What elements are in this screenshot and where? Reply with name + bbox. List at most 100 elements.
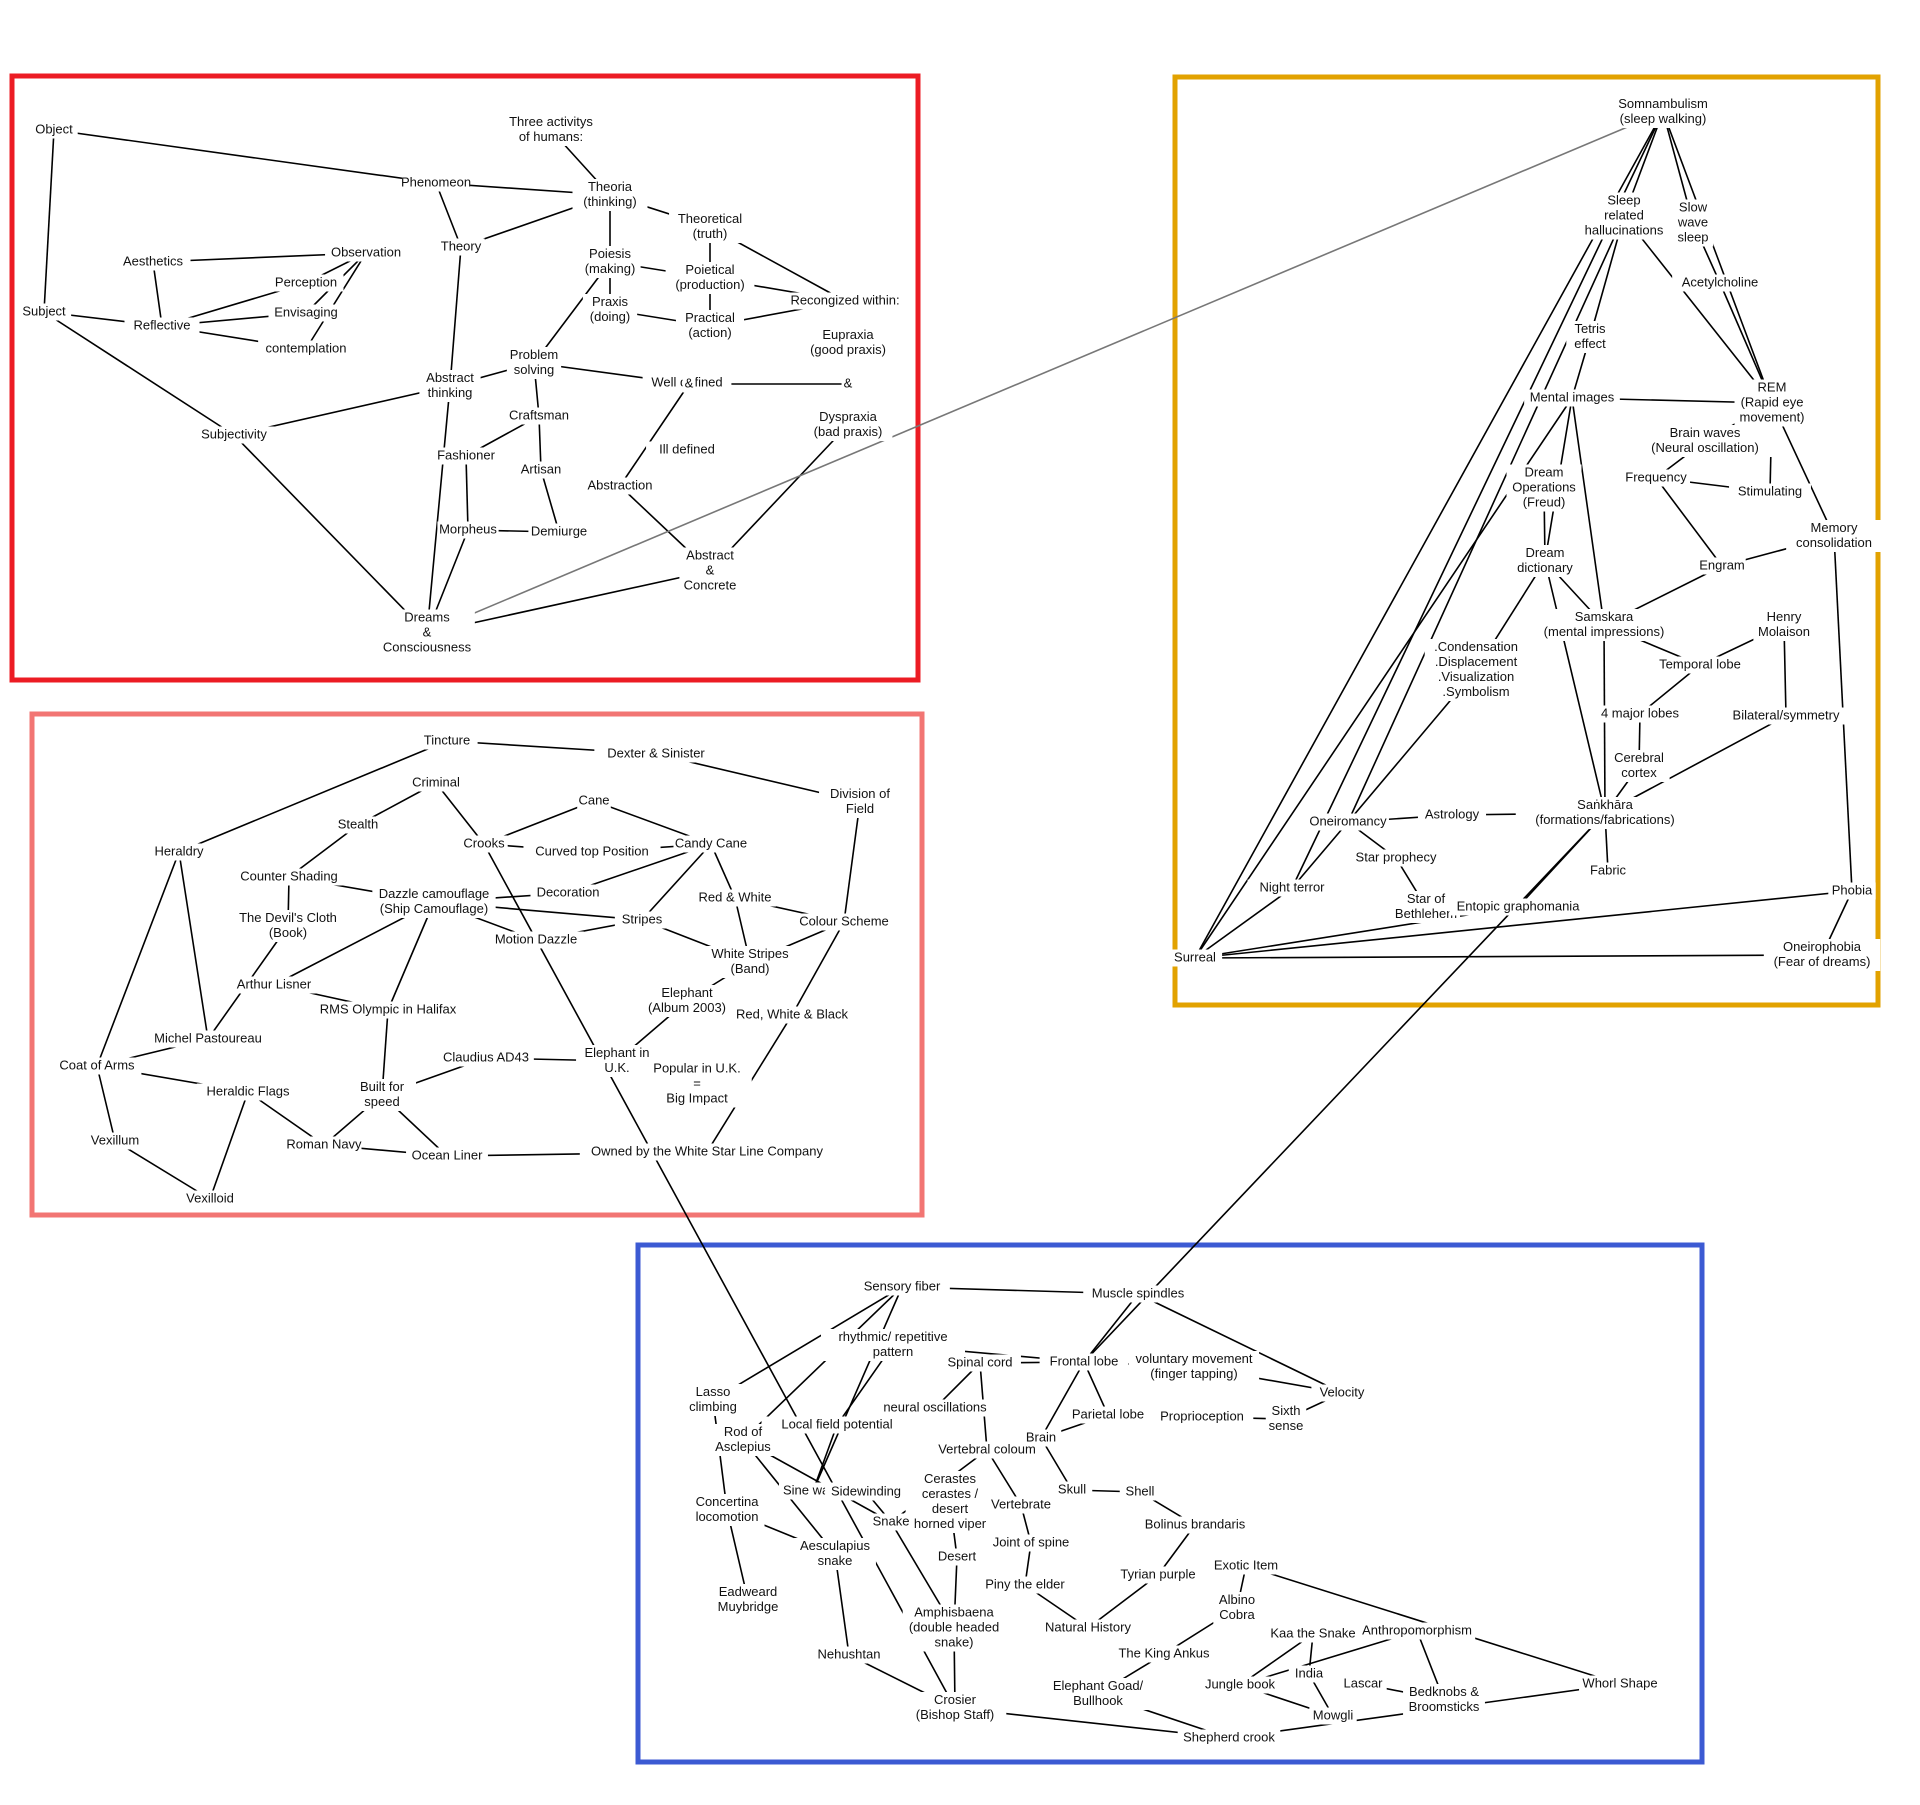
node-theoria: Theoria(thinking) (572, 179, 648, 211)
node-bg (1672, 199, 1714, 247)
node-neural-osc: neural oscillations (866, 1399, 1004, 1417)
node-bg (1572, 192, 1676, 240)
node-bg (1051, 1481, 1093, 1499)
node-label: Sixth (1272, 1403, 1301, 1418)
node-bg (825, 1483, 907, 1501)
node-label: RMS Olympic in Halifax (320, 1001, 457, 1016)
edge-dream_dict-to-sankhara (1544, 560, 1606, 814)
node-fashioner: Fashioner (431, 447, 501, 465)
node-label: snake) (934, 1634, 973, 1649)
node-bg (496, 114, 606, 146)
node-bg (16, 303, 72, 321)
node-lascar: Lascar (1339, 1675, 1387, 1693)
node-label: Dream (1524, 464, 1563, 479)
node-label: Phobia (1832, 882, 1873, 897)
node-poiesis: Poiesis(making) (579, 246, 641, 278)
node-label: sense (1269, 1418, 1304, 1433)
node-label: Ill defined (659, 441, 715, 456)
node-bg (713, 1584, 783, 1616)
node-curved-top: Curved top Position (523, 843, 661, 861)
node-brain-waves: Brain waves(Neural oscillation) (1633, 425, 1777, 457)
node-label: Concrete (684, 577, 737, 592)
node-india: India (1288, 1665, 1330, 1683)
node-label: speed (364, 1094, 399, 1109)
node-elephant-album: Elephant(Album 2003) (642, 985, 732, 1017)
node-label: Aesculapius (800, 1538, 871, 1553)
node-label: (truth) (693, 226, 728, 241)
node-label: Eupraxia (822, 327, 874, 342)
node-bolinus: Bolinus brandaris (1133, 1516, 1257, 1534)
node-bg (902, 1604, 1006, 1652)
node-fabric: Fabric (1584, 862, 1632, 880)
node-abstraction: Abstraction (579, 477, 661, 495)
node-label: Acetylcholine (1682, 274, 1759, 289)
node-bg (819, 786, 901, 818)
node-bg (669, 211, 751, 243)
node-label: Operations (1512, 479, 1576, 494)
node-label: Dreams (404, 609, 450, 624)
node-popular: Popular in U.K.=Big Impact (642, 1060, 752, 1108)
node-label: Practical (685, 310, 735, 325)
node-label: Crooks (463, 835, 505, 850)
edge-lfp-to-sine (812, 1424, 838, 1492)
node-desert: Desert (933, 1548, 981, 1566)
node-morpheus: Morpheus (437, 521, 499, 539)
edge-somnambulism-to-rem (1662, 111, 1773, 404)
node-bg (523, 843, 661, 861)
philosophy-cluster-box (9, 73, 921, 683)
node-label: The Devil's Cloth (239, 910, 337, 925)
node-bg (689, 1494, 765, 1526)
node-label: dictionary (1517, 560, 1573, 575)
node-label: Entopic graphomania (1457, 898, 1581, 913)
node-bg (1566, 321, 1614, 353)
node-bg (437, 521, 499, 539)
node-bg (579, 477, 661, 495)
node-label: (Book) (269, 925, 307, 940)
node-label: Observation (331, 244, 401, 259)
node-label: Mowgli (1313, 1707, 1354, 1722)
node-bg (148, 843, 210, 861)
edge-fashioner-to-morpheus (465, 455, 469, 531)
edge-muscle-to-velocity (1137, 1293, 1343, 1394)
node-practical: Practical(action) (675, 310, 745, 342)
node-label: Motion Dazzle (495, 931, 577, 946)
node-label: Reflective (133, 317, 190, 332)
node-label: Bethlehem (1395, 906, 1457, 921)
node-bg (234, 868, 344, 886)
node-candy-cane: Candy Cane (673, 835, 749, 853)
node-stimulating: Stimulating (1729, 483, 1811, 501)
node-label: Dexter & Sinister (607, 745, 705, 760)
node-bg (325, 244, 407, 262)
node-label: Crosier (934, 1692, 977, 1707)
node-bg (646, 441, 728, 459)
node-bg (1672, 274, 1768, 292)
node-sensory: Sensory fiber (854, 1278, 950, 1296)
node-bg (1110, 1566, 1206, 1584)
node-bg (1265, 1625, 1361, 1643)
node-label: pattern (873, 1344, 913, 1359)
edge-surreal-to-phobia (1194, 890, 1853, 959)
node-label: Tetris (1574, 321, 1606, 336)
node-bg (579, 1143, 835, 1161)
node-bg (1828, 882, 1876, 900)
node-bg (1309, 1707, 1357, 1725)
node-exotic: Exotic Item (1205, 1557, 1287, 1575)
node-bg (1348, 849, 1444, 867)
node-label: thinking (428, 385, 473, 400)
node-label: Somnambulism (1618, 96, 1708, 111)
node-label: Stealth (338, 816, 378, 831)
node-label: Counter Shading (240, 868, 338, 883)
node-bg (1119, 1483, 1161, 1501)
node-label: Nehushtan (818, 1646, 881, 1661)
node-label: Star of (1407, 891, 1446, 906)
node-observation: Observation (325, 244, 407, 262)
node-eupraxia: Eupraxia(good praxis) (800, 327, 896, 359)
edge-colour_scheme-to-rwb (791, 921, 845, 1016)
node-label: Spinal cord (947, 1354, 1012, 1369)
node-label: Dream (1525, 545, 1564, 560)
edge-anthropomorphism-to-jungle_book (1239, 1630, 1418, 1686)
node-bg (614, 911, 670, 929)
edge-object-to-subject (43, 129, 55, 313)
